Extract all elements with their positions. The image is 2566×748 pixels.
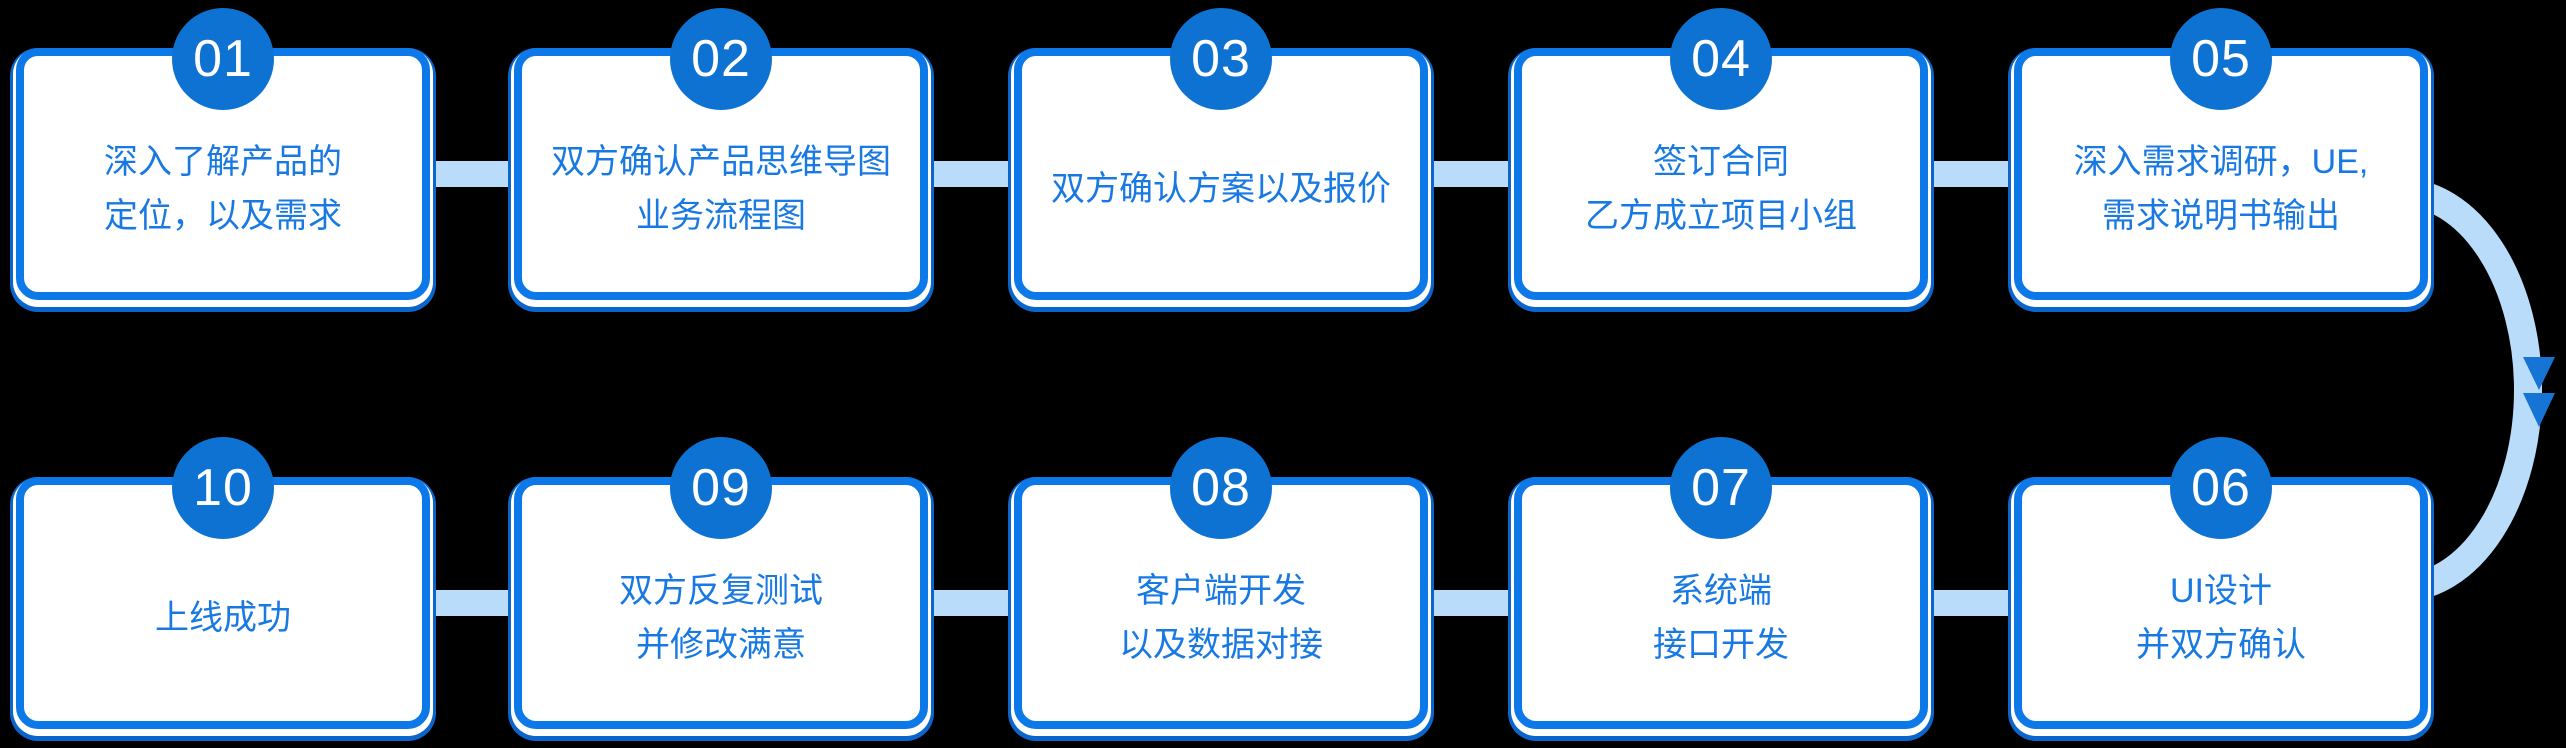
step-number-badge-03: 03 [1170, 8, 1272, 110]
step-description-10: 上线成功 [24, 485, 422, 721]
step-description-07: 系统端 接口开发 [1522, 485, 1920, 721]
step-card-03: 03 双方确认方案以及报价 [1014, 8, 1428, 300]
step-number: 08 [1191, 459, 1251, 517]
step-text-line: 接口开发 [1653, 626, 1789, 664]
step-number: 10 [193, 459, 253, 517]
step-text-line: 深入了解产品的 [104, 143, 342, 181]
step-number: 04 [1691, 30, 1751, 88]
step-number-badge-08: 08 [1170, 437, 1272, 539]
step-card-08: 08 客户端开发 以及数据对接 [1014, 437, 1428, 729]
step-text-line: 系统端 [1670, 572, 1772, 610]
step-card-06: 06 UI设计 并双方确认 [2014, 437, 2428, 729]
step-card-10: 10 上线成功 [16, 437, 430, 729]
flow-connector-09-08 [922, 590, 1022, 616]
step-text-line: 定位，以及需求 [104, 197, 342, 235]
flow-connector-08-07 [1422, 590, 1522, 616]
step-description-05: 深入需求调研，UE, 需求说明书输出 [2022, 56, 2420, 292]
step-text-line: 乙方成立项目小组 [1585, 197, 1857, 235]
step-text-line: 并双方确认 [2136, 626, 2306, 664]
step-card-04: 04 签订合同 乙方成立项目小组 [1514, 8, 1928, 300]
step-number-badge-01: 01 [172, 8, 274, 110]
flow-row-bottom: 10 上线成功 09 双方反复测试 并修改满意 08 客户端开发 以及数据对接 [0, 437, 2566, 729]
step-number: 07 [1691, 459, 1751, 517]
step-number-badge-09: 09 [670, 437, 772, 539]
step-text-line: 双方确认方案以及报价 [1051, 170, 1391, 208]
flow-connector-10-09 [422, 590, 522, 616]
flow-row-top: 01 深入了解产品的 定位，以及需求 02 双方确认产品思维导图 业务流程图 0… [0, 8, 2566, 300]
step-text-line: UI设计 [2170, 572, 2272, 610]
step-description-06: UI设计 并双方确认 [2022, 485, 2420, 721]
step-description-09: 双方反复测试 并修改满意 [522, 485, 920, 721]
step-number-badge-04: 04 [1670, 8, 1772, 110]
step-card-01: 01 深入了解产品的 定位，以及需求 [16, 8, 430, 300]
step-card-07: 07 系统端 接口开发 [1514, 437, 1928, 729]
step-text-line: 以及数据对接 [1119, 626, 1323, 664]
arrow-down-icon [2523, 393, 2555, 427]
step-description-01: 深入了解产品的 定位，以及需求 [24, 56, 422, 292]
step-text-line: 客户端开发 [1136, 572, 1306, 610]
step-description-08: 客户端开发 以及数据对接 [1022, 485, 1420, 721]
arrow-down-icon [2523, 357, 2555, 390]
step-number: 06 [2191, 459, 2251, 517]
step-text-line: 双方确认产品思维导图 [551, 143, 891, 181]
step-card-09: 09 双方反复测试 并修改满意 [514, 437, 928, 729]
step-text-line: 并修改满意 [636, 626, 806, 664]
step-number: 05 [2191, 30, 2251, 88]
flow-connector-02-03 [922, 161, 1022, 187]
step-number: 03 [1191, 30, 1251, 88]
step-card-05: 05 深入需求调研，UE, 需求说明书输出 [2014, 8, 2428, 300]
flow-connector-04-05 [1922, 161, 2022, 187]
step-number: 02 [691, 30, 751, 88]
step-number-badge-02: 02 [670, 8, 772, 110]
step-number: 09 [691, 459, 751, 517]
flow-connector-01-02 [422, 161, 522, 187]
flow-connector-03-04 [1422, 161, 1522, 187]
step-number-badge-06: 06 [2170, 437, 2272, 539]
step-number: 01 [193, 30, 253, 88]
step-number-badge-05: 05 [2170, 8, 2272, 110]
step-text-line: 业务流程图 [636, 197, 806, 235]
step-description-03: 双方确认方案以及报价 [1022, 56, 1420, 292]
flow-connector-07-06 [1922, 590, 2022, 616]
step-text-line: 深入需求调研，UE, [2073, 143, 2369, 181]
step-text-line: 双方反复测试 [619, 572, 823, 610]
step-text-line: 上线成功 [155, 599, 291, 637]
step-description-04: 签订合同 乙方成立项目小组 [1522, 56, 1920, 292]
step-number-badge-10: 10 [172, 437, 274, 539]
step-card-02: 02 双方确认产品思维导图 业务流程图 [514, 8, 928, 300]
step-description-02: 双方确认产品思维导图 业务流程图 [522, 56, 920, 292]
step-text-line: 签订合同 [1653, 143, 1789, 181]
step-number-badge-07: 07 [1670, 437, 1772, 539]
step-text-line: 需求说明书输出 [2102, 197, 2340, 235]
